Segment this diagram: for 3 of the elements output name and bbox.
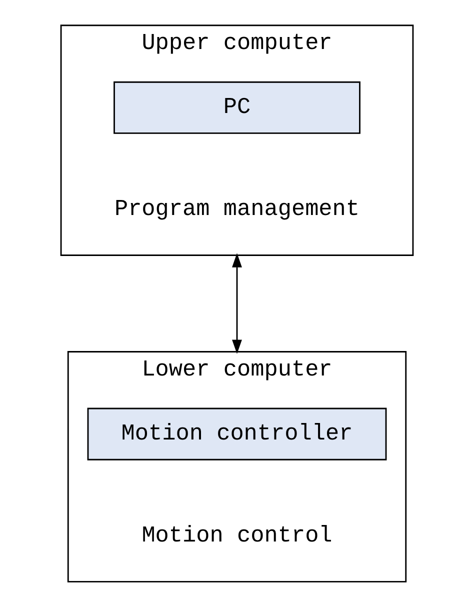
arrow [232,253,242,354]
node-box: PC [114,81,360,134]
node-box: Motion controller [87,408,387,460]
